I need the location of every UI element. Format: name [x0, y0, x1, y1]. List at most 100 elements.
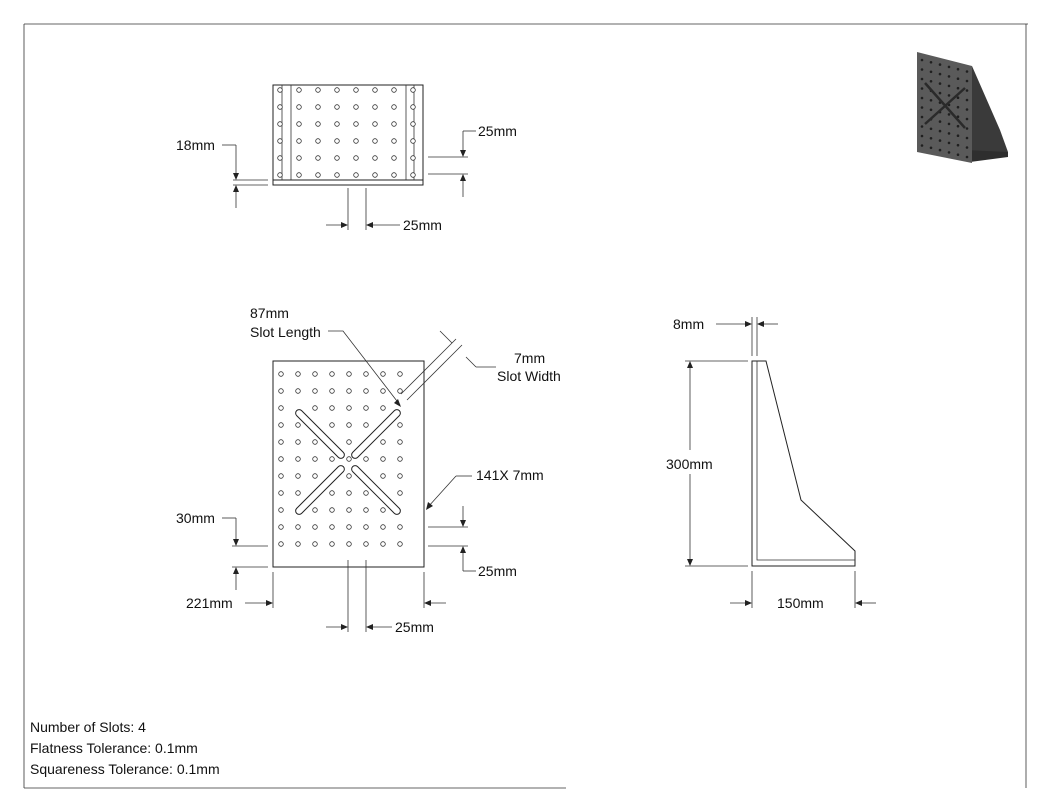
hole	[363, 405, 369, 411]
hole	[363, 541, 369, 547]
hole	[353, 121, 359, 127]
hole	[329, 371, 335, 377]
hole	[312, 405, 318, 411]
hole	[295, 422, 301, 428]
hole	[929, 99, 933, 102]
hole	[380, 388, 386, 394]
hole	[965, 108, 969, 111]
hole	[296, 172, 302, 178]
hole	[315, 87, 321, 93]
hole	[956, 77, 960, 80]
hole	[938, 72, 942, 76]
hole	[380, 524, 386, 530]
hole	[278, 507, 284, 513]
hole	[296, 138, 302, 144]
hole	[295, 490, 301, 496]
hole	[278, 405, 284, 411]
hole	[938, 63, 942, 66]
hole	[329, 490, 335, 496]
hole	[346, 405, 352, 411]
hole	[947, 84, 951, 88]
hole	[965, 117, 969, 121]
side-height-dim: 300mm	[666, 456, 713, 472]
hole	[346, 422, 352, 428]
hole	[380, 541, 386, 547]
hole	[929, 61, 933, 64]
hole	[929, 137, 933, 140]
hole	[391, 87, 397, 93]
hole	[353, 172, 359, 178]
hole	[938, 91, 942, 95]
top-view-height-dim: 18mm	[176, 137, 215, 153]
hole	[346, 388, 352, 394]
hole	[397, 490, 403, 496]
hole	[397, 524, 403, 530]
hole	[938, 82, 942, 85]
hole	[920, 125, 924, 128]
hole	[397, 422, 403, 428]
hole	[329, 456, 335, 462]
hole	[295, 371, 301, 377]
hole	[278, 388, 284, 394]
hole	[929, 127, 933, 131]
hole	[372, 138, 378, 144]
hole	[277, 121, 283, 127]
hole	[334, 138, 340, 144]
hole	[929, 146, 933, 150]
hole	[363, 456, 369, 462]
note-flatness-tolerance: Flatness Tolerance: 0.1mm	[30, 740, 198, 756]
hole	[920, 77, 924, 81]
hole	[938, 148, 942, 152]
hole	[295, 439, 301, 445]
hole	[295, 456, 301, 462]
hole	[947, 151, 951, 154]
hole	[397, 473, 403, 479]
sheet-border	[23, 23, 1028, 789]
hole	[346, 507, 352, 513]
hole	[372, 155, 378, 161]
hole	[929, 70, 933, 74]
hole	[295, 541, 301, 547]
hole	[410, 87, 416, 93]
hole	[410, 121, 416, 127]
hole	[956, 115, 960, 118]
hole	[278, 541, 284, 547]
hole	[295, 473, 301, 479]
slot-spec-label: 141X 7mm	[476, 467, 544, 483]
hole	[334, 172, 340, 178]
hole	[278, 490, 284, 496]
hole	[277, 155, 283, 161]
hole	[312, 456, 318, 462]
hole	[920, 87, 924, 90]
hole	[346, 473, 352, 479]
top-view-outline	[272, 84, 424, 186]
hole	[947, 132, 951, 135]
hole	[965, 136, 969, 140]
hole	[346, 541, 352, 547]
hole	[956, 153, 960, 156]
hole	[956, 67, 960, 71]
hole	[947, 113, 951, 116]
side-base-dim: 150mm	[777, 595, 824, 611]
hole	[920, 96, 924, 100]
hole	[334, 121, 340, 127]
hole	[397, 456, 403, 462]
hole	[410, 138, 416, 144]
hole	[312, 439, 318, 445]
hole	[965, 79, 969, 83]
hole	[920, 134, 924, 138]
hole	[965, 70, 969, 73]
hole	[380, 507, 386, 513]
hole	[278, 422, 284, 428]
iso-preview-image	[917, 52, 1008, 163]
front-view-hole-row-dim: 25mm	[478, 563, 517, 579]
hole	[397, 371, 403, 377]
hole	[920, 106, 924, 109]
hole	[295, 388, 301, 394]
hole	[947, 75, 951, 78]
hole	[372, 104, 378, 110]
hole	[391, 155, 397, 161]
hole	[334, 104, 340, 110]
hole	[278, 439, 284, 445]
top-view: 18mm 25mm 25mm	[176, 84, 517, 233]
